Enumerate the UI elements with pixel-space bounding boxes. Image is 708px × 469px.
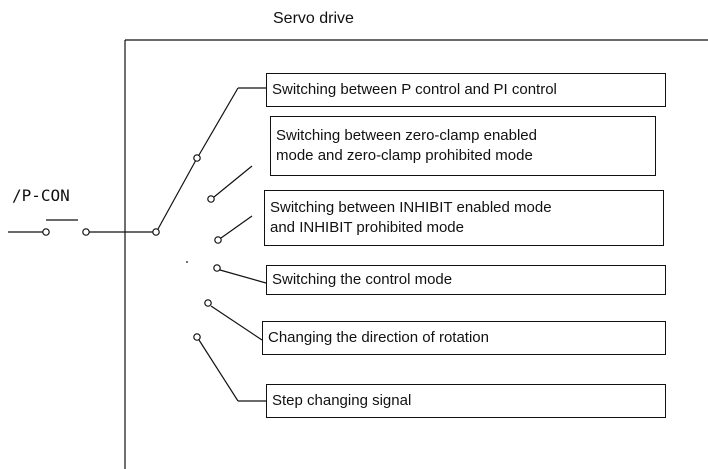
- function-text: Step changing signal: [272, 392, 412, 409]
- function-box-p-pi: Switching between P control and PI contr…: [266, 73, 666, 107]
- stray-dot: [186, 261, 188, 263]
- selector-terminal-5: [204, 299, 212, 307]
- function-box-rotation: Changing the direction of rotation: [262, 321, 666, 355]
- function-text: Changing the direction of rotation: [268, 329, 489, 346]
- selector-common-terminal: [152, 228, 160, 236]
- selector-terminal-1: [193, 154, 201, 162]
- function-text-line1: Switching between zero-clamp enabled: [276, 127, 537, 144]
- lead-3: [220, 215, 253, 239]
- lead-1-diagonal: [198, 87, 239, 156]
- lead-2: [213, 165, 253, 198]
- function-box-step-change: Step changing signal: [266, 384, 666, 418]
- contact-terminal-left: [42, 228, 50, 236]
- drive-title: Servo drive: [273, 10, 354, 27]
- function-text: Switching between P control and PI contr…: [272, 81, 557, 98]
- lead-4: [219, 269, 267, 284]
- selector-terminal-4: [213, 264, 221, 272]
- function-text-line1: Switching between INHIBIT enabled mode: [270, 199, 552, 216]
- function-box-zero-clamp: Switching between zero-clamp enabled mod…: [270, 116, 656, 176]
- function-box-inhibit: Switching between INHIBIT enabled mode a…: [264, 190, 664, 246]
- selector-terminal-2: [207, 195, 215, 203]
- selector-wiper: [157, 159, 197, 230]
- function-text: Switching the control mode: [272, 271, 453, 288]
- function-text-line2: mode and zero-clamp prohibited mode: [276, 147, 533, 164]
- signal-label: /P-CON: [12, 186, 70, 205]
- lead-5: [210, 305, 263, 341]
- contact-terminal-right: [82, 228, 90, 236]
- lead-6-diagonal: [198, 339, 239, 402]
- selector-terminal-3: [214, 236, 222, 244]
- selector-terminal-6: [193, 333, 201, 341]
- function-box-control-mode: Switching the control mode: [266, 265, 666, 295]
- function-text-line2: and INHIBIT prohibited mode: [270, 219, 464, 236]
